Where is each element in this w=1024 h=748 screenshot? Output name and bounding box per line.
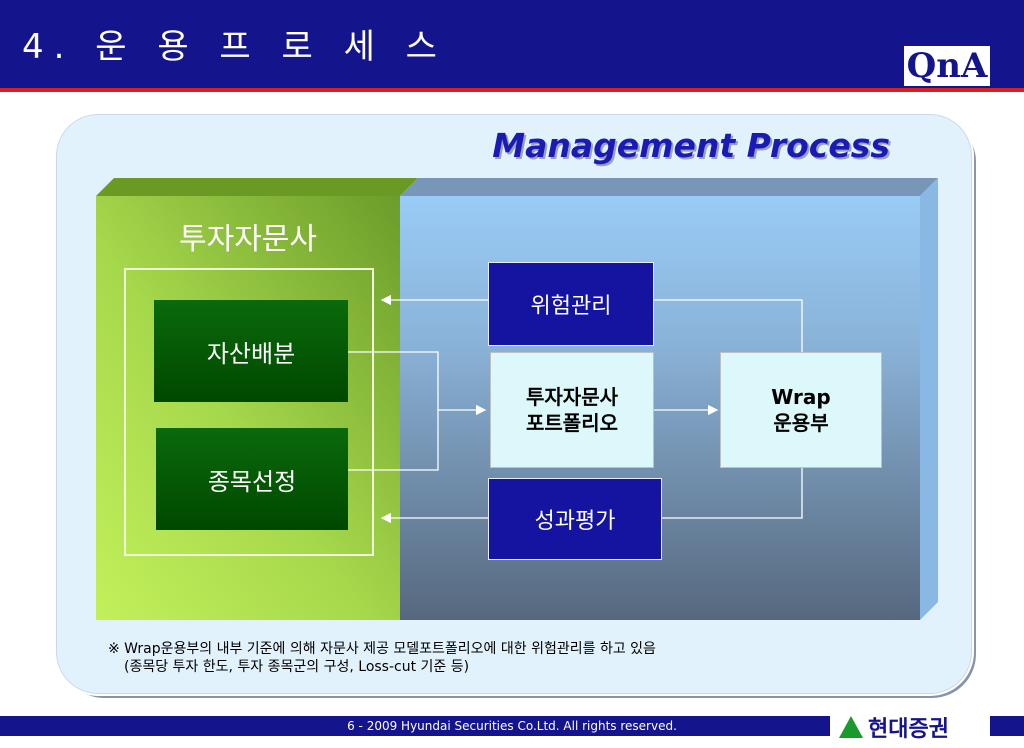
risk-management-box: 위험관리 bbox=[488, 262, 654, 346]
box-top-face-blue bbox=[400, 178, 938, 196]
header-accent-line bbox=[0, 88, 1024, 92]
advisor-frame bbox=[124, 268, 374, 556]
advisor-title: 투자자문사 bbox=[179, 222, 317, 257]
footnote-line-2: (종목당 투자 한도, 투자 종목군의 구성, Loss-cut 기준 등) bbox=[124, 659, 470, 675]
wrap-dept-line2: 운용부 bbox=[773, 411, 829, 435]
footnote-line-1: ※ Wrap운용부의 내부 기준에 의해 자문사 제공 모델포트폴리오에 대한 … bbox=[108, 641, 656, 657]
connector-eval-to-advisor bbox=[660, 466, 803, 519]
advisor-portfolio-line1: 투자자문사 bbox=[526, 385, 618, 409]
stock-selection-label: 종목선정 bbox=[207, 467, 297, 496]
asset-allocation-box: 자산배분 bbox=[154, 300, 348, 402]
connector-asset-to-portfolio bbox=[348, 351, 487, 416]
performance-evaluation-box: 성과평가 bbox=[488, 478, 662, 560]
risk-management-label: 위험관리 bbox=[530, 294, 612, 319]
advisor-portfolio-line2: 포트폴리오 bbox=[526, 411, 618, 435]
wrap-dept-line1: Wrap bbox=[771, 385, 831, 409]
connector-risk-to-advisor bbox=[652, 299, 803, 352]
connector-stock-to-portfolio bbox=[348, 410, 439, 471]
hyundai-logo-text: 현대증권 bbox=[868, 717, 949, 742]
green-triangle-icon bbox=[839, 716, 863, 738]
slide-title: 4. 운 용 프 로 세 스 bbox=[22, 27, 447, 67]
wrap-dept-box: Wrap 운용부 bbox=[720, 352, 882, 468]
footer-copyright: 6 - 2009 Hyundai Securities Co.Ltd. All … bbox=[347, 719, 677, 733]
box-top-face-green bbox=[96, 178, 418, 196]
panel-heading: Management Process bbox=[492, 126, 890, 165]
stock-selection-box: 종목선정 bbox=[156, 428, 348, 530]
footer-bar bbox=[0, 716, 830, 736]
qna-logo[interactable]: QnA bbox=[904, 46, 990, 86]
header-bar bbox=[0, 0, 1024, 88]
footer-bar-tail bbox=[990, 716, 1024, 736]
asset-allocation-label: 자산배분 bbox=[206, 339, 296, 368]
advisor-area bbox=[96, 196, 400, 620]
box-right-face bbox=[920, 178, 938, 620]
performance-evaluation-label: 성과평가 bbox=[534, 509, 616, 534]
advisor-portfolio-box: 투자자문사 포트폴리오 bbox=[490, 352, 654, 468]
hyundai-logo[interactable]: 현대증권 bbox=[838, 712, 986, 742]
